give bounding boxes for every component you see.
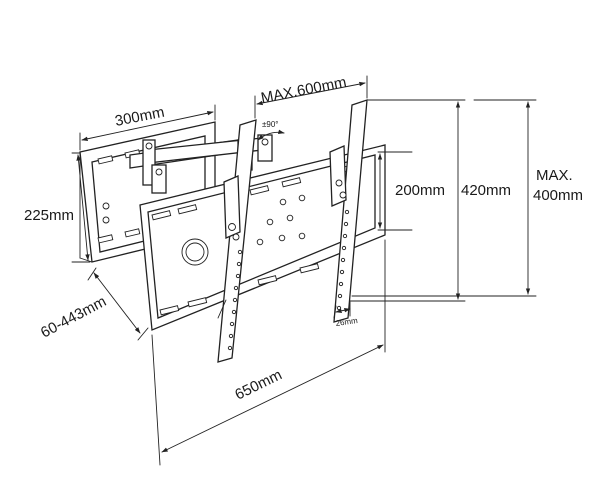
dimension-lines — [71, 75, 537, 466]
max-height-label-line1: MAX. — [536, 167, 573, 184]
tv-mounting-plate — [139, 144, 386, 331]
rotation-label: ±90° — [262, 120, 279, 129]
bracket-spacing-label: 200mm — [395, 182, 445, 199]
total-width-label: 650mm — [232, 366, 284, 403]
bracket-height-label: 420mm — [461, 182, 511, 199]
wall-plate-height-label: 225mm — [24, 207, 74, 224]
max-height-label-line2: 400mm — [533, 187, 583, 204]
swing-arm — [129, 134, 273, 194]
max-width-label: MAX.600mm — [260, 74, 348, 107]
bar-width-label: 26mm — [335, 316, 359, 328]
arm-width-label: 300mm — [114, 104, 166, 130]
depth-range-label: 60-443mm — [38, 293, 109, 342]
